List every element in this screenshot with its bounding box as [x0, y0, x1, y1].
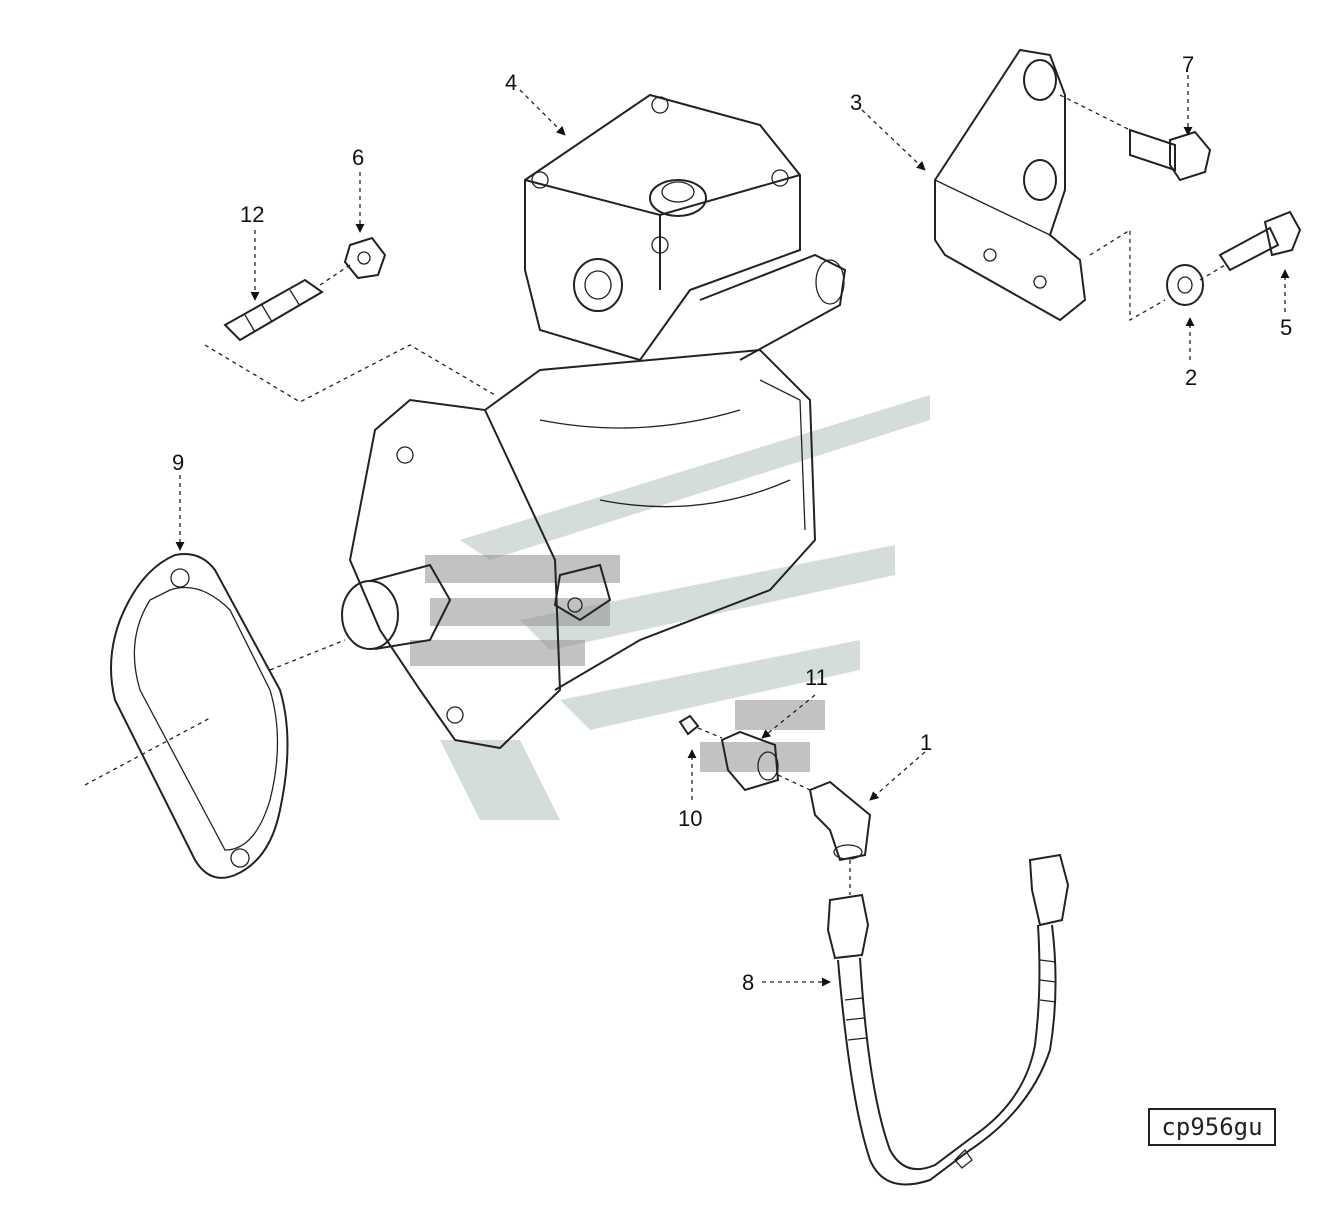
figure-code-label: cp956gu	[1148, 1108, 1276, 1146]
gasket-part-9	[84, 553, 346, 879]
callout-9: 9	[172, 450, 184, 475]
hose-assembly-part-8	[826, 853, 1070, 1186]
nut-part-6	[343, 236, 387, 280]
callout-4: 4	[505, 70, 517, 95]
capscrew-part-5	[1218, 210, 1302, 272]
callout-arrows	[175, 75, 1290, 987]
callout-labels: 1 2 3 4 5 6 7 8 9 10 11 12	[172, 52, 1292, 995]
callout-3: 3	[850, 90, 862, 115]
callout-7: 7	[1182, 52, 1194, 77]
adapter-part-11	[720, 730, 811, 792]
o-ring-part-10	[678, 714, 723, 739]
callout-10: 10	[678, 806, 702, 831]
callout-11: 11	[805, 665, 828, 690]
callout-1: 1	[920, 730, 932, 755]
watermark-logo	[410, 395, 930, 820]
washer-part-2	[1089, 228, 1226, 322]
capscrew-part-7	[1059, 94, 1212, 182]
callout-12: 12	[240, 202, 264, 227]
callout-6: 6	[352, 145, 364, 170]
air-compressor-part-4	[341, 93, 847, 750]
stud-part-12	[223, 264, 351, 342]
elbow-fitting-part-1	[808, 780, 872, 895]
bracket-part-3	[934, 48, 1087, 322]
callout-2: 2	[1185, 365, 1197, 390]
callout-5: 5	[1280, 315, 1292, 340]
callout-8: 8	[742, 970, 754, 995]
stud-leader-line	[204, 344, 496, 403]
